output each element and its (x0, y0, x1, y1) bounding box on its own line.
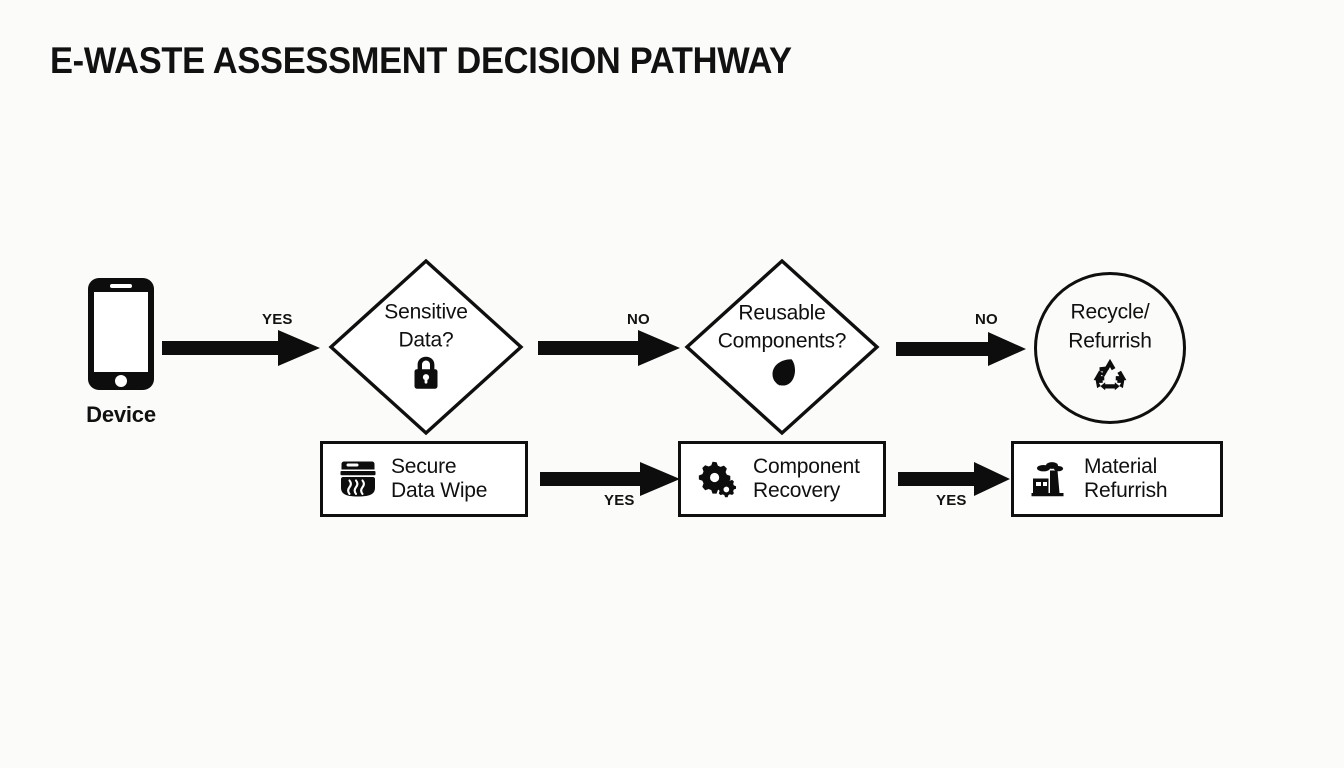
arrow-recovery-to-material (898, 462, 1010, 496)
node-device[interactable]: Device (62, 278, 180, 428)
recycle-icon (1093, 358, 1127, 391)
arrow-label-sensitive-to-reusable: NO (627, 311, 650, 328)
node-device-label: Device (86, 402, 156, 427)
smartphone-screen (94, 292, 148, 372)
node-reusable-components-line2: Components? (717, 329, 847, 353)
leaf-icon (772, 359, 795, 386)
node-sensitive-data-line1: Sensitive (384, 300, 468, 324)
node-sensitive-data-line2: Data? (398, 328, 454, 352)
circle-shape (1034, 272, 1186, 424)
node-component-recovery-line2: Recovery (753, 479, 841, 502)
diamond-shape (328, 258, 524, 436)
smartphone-home-button (115, 375, 127, 387)
node-material-refurrish-label: Material Refurrish (1084, 455, 1168, 502)
node-sensitive-data[interactable]: Sensitive Data? (328, 258, 524, 436)
node-recycle-refurrish-line1: Recycle/ (1070, 300, 1150, 324)
arrow-wipe-to-recovery (540, 462, 680, 496)
arrow-sensitive-to-reusable (538, 330, 680, 366)
node-secure-data-wipe-line1: Secure (391, 455, 457, 479)
node-secure-data-wipe-line2: Data Wipe (391, 479, 488, 502)
node-reusable-components-line1: Reusable (738, 301, 826, 325)
node-component-recovery[interactable]: Component Recovery (678, 441, 886, 517)
arrow-label-wipe-to-recovery: YES (604, 492, 635, 509)
diamond-shape (684, 258, 880, 436)
lock-icon (414, 356, 438, 389)
gears-icon (698, 461, 737, 498)
factory-icon (1031, 462, 1064, 497)
node-component-recovery-line1: Component (753, 455, 860, 479)
arrow-label-recovery-to-material: YES (936, 492, 967, 509)
node-component-recovery-label: Component Recovery (753, 455, 860, 502)
shredder-icon (340, 461, 376, 497)
node-recycle-refurrish-line2: Refurrish (1068, 329, 1152, 353)
arrow-label-reusable-to-recycle: NO (975, 311, 998, 328)
node-secure-data-wipe-label: Secure Data Wipe (391, 455, 487, 502)
arrow-reusable-to-recycle (896, 332, 1026, 366)
node-material-refurrish-line2: Refurrish (1084, 479, 1168, 502)
node-material-refurrish[interactable]: Material Refurrish (1011, 441, 1223, 517)
smartphone-speaker (110, 284, 132, 288)
arrow-device-to-sensitive (162, 330, 320, 366)
node-recycle-refurrish[interactable]: Recycle/ Refurrish (1034, 272, 1186, 424)
node-material-refurrish-line1: Material (1084, 455, 1158, 479)
page-title: E-WASTE ASSESSMENT DECISION PATHWAY (50, 40, 792, 81)
smartphone-icon (88, 278, 154, 390)
node-secure-data-wipe[interactable]: Secure Data Wipe (320, 441, 528, 517)
node-reusable-components[interactable]: Reusable Components? (684, 258, 880, 436)
arrow-label-device-to-sensitive: YES (262, 311, 293, 328)
